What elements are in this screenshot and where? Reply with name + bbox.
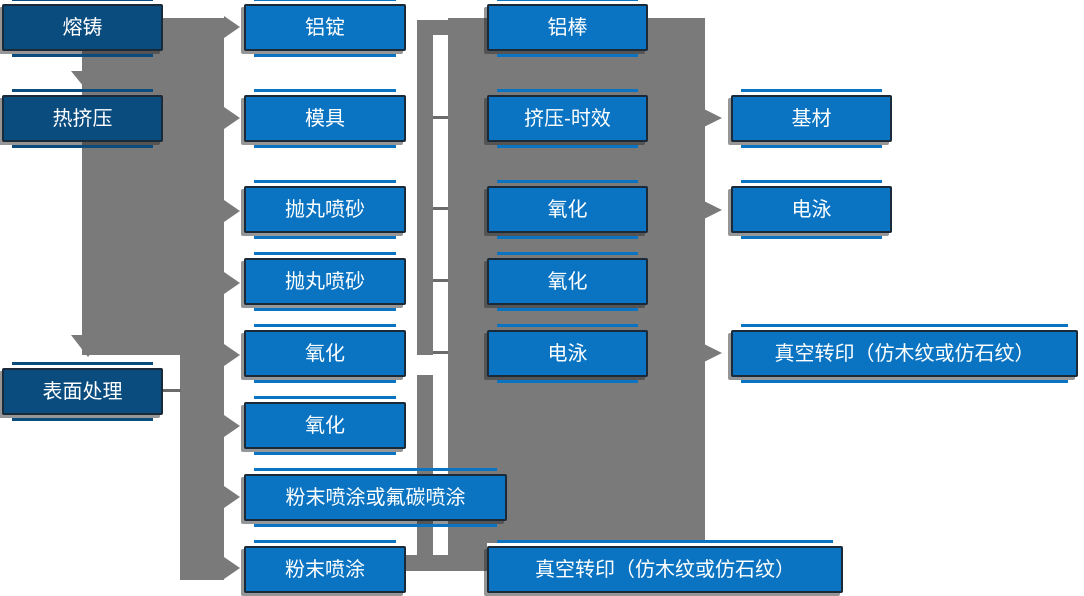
node-label-electrophoresis-1: 电泳: [547, 342, 588, 365]
node-powder-coating: 粉末喷涂: [244, 540, 406, 593]
node-oxidation-3: 氧化: [487, 180, 648, 239]
arrow-down-to-hot-extrusion-icon: [71, 71, 105, 92]
node-base-material: 基材: [731, 89, 892, 148]
node-oxidation-2: 氧化: [244, 396, 406, 455]
connector-trunk-main: [82, 18, 224, 355]
connector-stub-bottom-row: [406, 555, 487, 571]
node-label-mold: 模具: [305, 107, 345, 130]
arrow-to-powder-coating-icon: [224, 557, 240, 579]
arrow-to-mold-icon: [224, 107, 240, 129]
arrow-to-oxidation-1-icon: [224, 344, 240, 366]
node-label-aluminum-ingot: 铝锭: [305, 16, 345, 39]
node-label-oxidation-1: 氧化: [305, 342, 345, 365]
connector-line-row5-bar-panel: [433, 351, 448, 354]
node-shot-blasting-2: 抛丸喷砂: [244, 252, 406, 311]
node-mold: 模具: [244, 89, 406, 148]
node-vacuum-transfer-2: 真空转印（仿木纹或仿石纹）: [487, 540, 843, 593]
node-surface-treatment: 表面处理: [2, 362, 163, 421]
node-extrusion-aging: 挤压-时效: [487, 89, 648, 148]
arrow-to-vacuum-transfer-1-icon: [704, 344, 722, 362]
node-aluminum-ingot: 铝锭: [244, 0, 406, 57]
connector-line-row3-bar-panel: [433, 207, 448, 210]
node-electrophoresis-1: 电泳: [487, 324, 648, 383]
node-label-hot-extrusion: 热挤压: [52, 107, 113, 130]
node-label-powder-or-fluorocarbon-coating: 粉末喷涂或氟碳喷涂: [285, 486, 466, 509]
node-hot-extrusion: 热挤压: [2, 89, 163, 148]
node-powder-or-fluorocarbon-coating: 粉末喷涂或氟碳喷涂: [244, 468, 507, 527]
node-label-oxidation-2: 氧化: [305, 414, 345, 437]
connector-line-row4-bar-panel: [433, 279, 448, 282]
arrow-to-oxidation-2-icon: [224, 415, 240, 437]
node-label-vacuum-transfer-2: 真空转印（仿木纹或仿石纹）: [535, 558, 795, 581]
node-label-shot-blasting-2: 抛丸喷砂: [285, 270, 365, 293]
node-label-surface-treatment: 表面处理: [42, 380, 123, 403]
connector-bar-mid-upper: [417, 20, 433, 355]
node-label-vacuum-transfer-1: 真空转印（仿木纹或仿石纹）: [774, 342, 1035, 365]
node-label-powder-coating: 粉末喷涂: [285, 558, 365, 581]
node-label-extrusion-aging: 挤压-时效: [524, 107, 611, 130]
connector-line-surface-trunk: [163, 389, 181, 392]
arrow-to-shot-blasting-1-icon: [224, 200, 240, 222]
arrow-to-shot-blasting-2-icon: [224, 272, 240, 294]
node-label-oxidation-3: 氧化: [547, 198, 588, 221]
node-electrophoresis-2: 电泳: [731, 180, 892, 239]
node-label-melting-casting: 熔铸: [62, 16, 103, 39]
node-melting-casting: 熔铸: [2, 0, 163, 57]
arrow-down-to-surface-treatment-icon: [71, 335, 105, 357]
connector-line-row2-bar-panel: [433, 116, 448, 119]
node-label-electrophoresis-2: 电泳: [791, 198, 832, 221]
arrow-to-powder-fluoro-icon: [224, 486, 240, 508]
node-oxidation-1: 氧化: [244, 324, 406, 383]
arrow-to-base-material-icon: [704, 109, 722, 127]
connector-bar-mid-lower: [417, 375, 433, 571]
node-label-base-material: 基材: [791, 107, 832, 130]
node-oxidation-4: 氧化: [487, 252, 648, 311]
connector-stub-row1-bar-panel: [433, 20, 448, 35]
node-shot-blasting-1: 抛丸喷砂: [244, 180, 406, 239]
node-aluminum-rod: 铝棒: [487, 0, 648, 57]
node-label-shot-blasting-1: 抛丸喷砂: [285, 198, 365, 221]
node-label-aluminum-rod: 铝棒: [547, 16, 588, 39]
arrow-to-aluminum-ingot-icon: [224, 16, 240, 38]
arrow-to-electrophoresis-2-icon: [704, 201, 722, 219]
node-label-oxidation-4: 氧化: [547, 270, 588, 293]
connector-trunk-narrow: [180, 355, 224, 580]
node-vacuum-transfer-1: 真空转印（仿木纹或仿石纹）: [731, 324, 1078, 383]
